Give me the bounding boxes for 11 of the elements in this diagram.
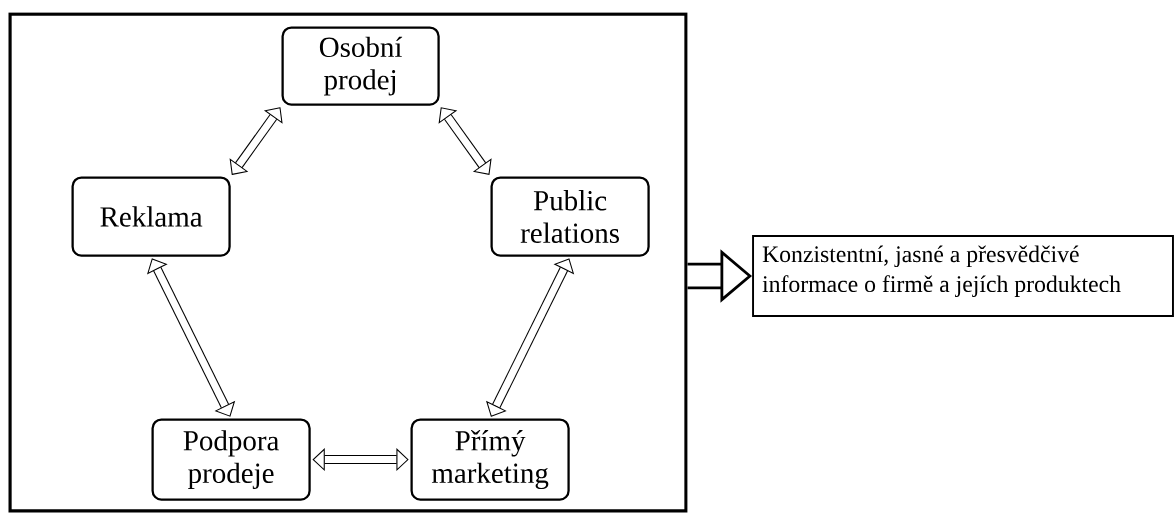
rounded-box: Osobní prodej [281,26,440,106]
double-arrow [229,107,283,175]
frame-box [8,12,688,513]
result-box: Konzistentní, jasné a přesvědčivé informace o firmě a jejích produktech [752,235,1174,317]
rounded-box: Public relations [490,176,650,257]
double-arrow [147,258,236,417]
rounded-box: Reklama [71,176,231,257]
rounded-box: Přímý marketing [410,418,570,501]
rounded-box: Podpora prodeje [151,418,311,501]
double-arrow [438,107,492,175]
double-arrow [312,448,409,472]
